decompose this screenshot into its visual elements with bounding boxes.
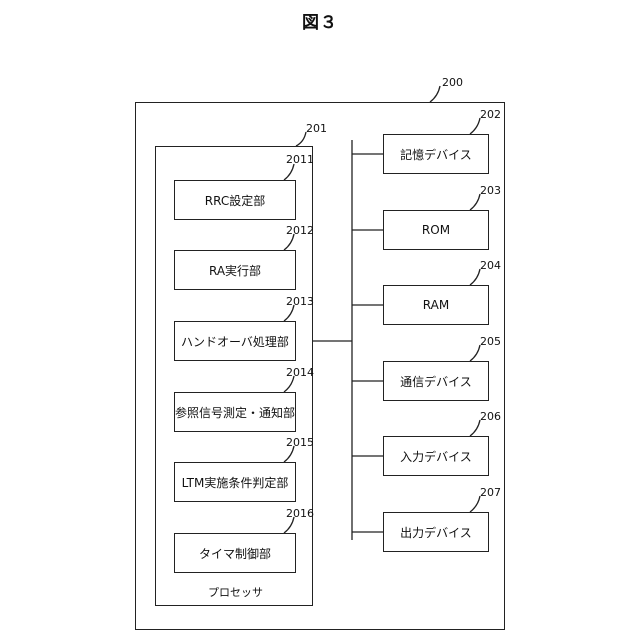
- leader-2015: [284, 446, 294, 462]
- leader-205: [470, 345, 480, 361]
- leader-2016: [284, 517, 294, 533]
- leader-2011: [284, 164, 294, 180]
- leader-2012: [284, 234, 294, 250]
- leader-203: [470, 194, 480, 210]
- leader-204: [470, 269, 480, 285]
- leader-207: [470, 496, 480, 512]
- leader-2014: [284, 376, 294, 392]
- leader-2013: [284, 305, 294, 321]
- leader-201: [296, 132, 306, 146]
- leader-206: [470, 420, 480, 436]
- leader-200: [430, 86, 440, 102]
- leader-202: [470, 118, 480, 134]
